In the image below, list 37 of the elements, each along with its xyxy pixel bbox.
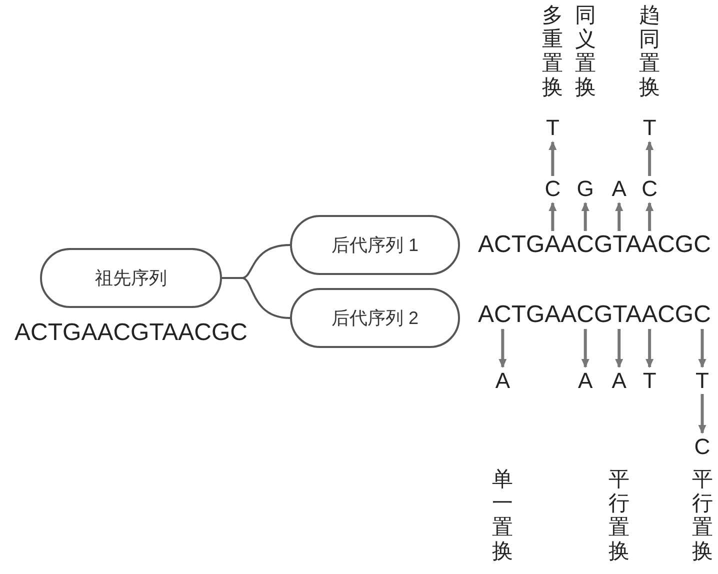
mutation-label: 同义置换 (574, 4, 596, 100)
connector (222, 277, 290, 319)
arrow (498, 329, 507, 368)
mutation-label: 平行置换 (691, 468, 714, 564)
base-letter: C (544, 178, 561, 200)
sequence-box: 后代序列 1 (290, 215, 460, 275)
base-letter: G (576, 178, 594, 200)
base-letter: A (612, 370, 626, 392)
arrow (646, 141, 654, 176)
arrow (615, 329, 624, 368)
mutation-label: 平行置换 (608, 468, 630, 564)
arrow (646, 329, 654, 368)
sequence-text: ACTGAACGTAACGC (14, 321, 248, 345)
mutation-label: 单一置换 (492, 468, 514, 564)
base-letter: T (642, 370, 656, 392)
base-letter: C (642, 178, 658, 200)
base-letter: T (642, 117, 656, 139)
arrow (646, 202, 654, 231)
sequence-box: 祖先序列 (40, 248, 222, 308)
base-letter: C (694, 436, 710, 458)
arrow (698, 329, 706, 368)
arrow (581, 202, 590, 231)
sequence-box: 后代序列 2 (290, 288, 460, 348)
sequence-text: ACTGAACGTAACGC (478, 303, 711, 327)
mutation-label: 趋同置换 (638, 4, 661, 100)
arrow (581, 329, 590, 368)
base-letter: A (612, 178, 626, 200)
base-letter: T (546, 117, 560, 139)
arrow (698, 394, 706, 434)
base-letter: A (495, 370, 510, 392)
base-letter: A (578, 370, 593, 392)
arrow (548, 202, 557, 231)
arrow (548, 141, 557, 176)
arrow (615, 202, 624, 231)
base-letter: T (696, 370, 709, 392)
mutation-label: 多重置换 (542, 4, 564, 100)
sequence-text: ACTGAACGTAACGC (478, 233, 711, 257)
